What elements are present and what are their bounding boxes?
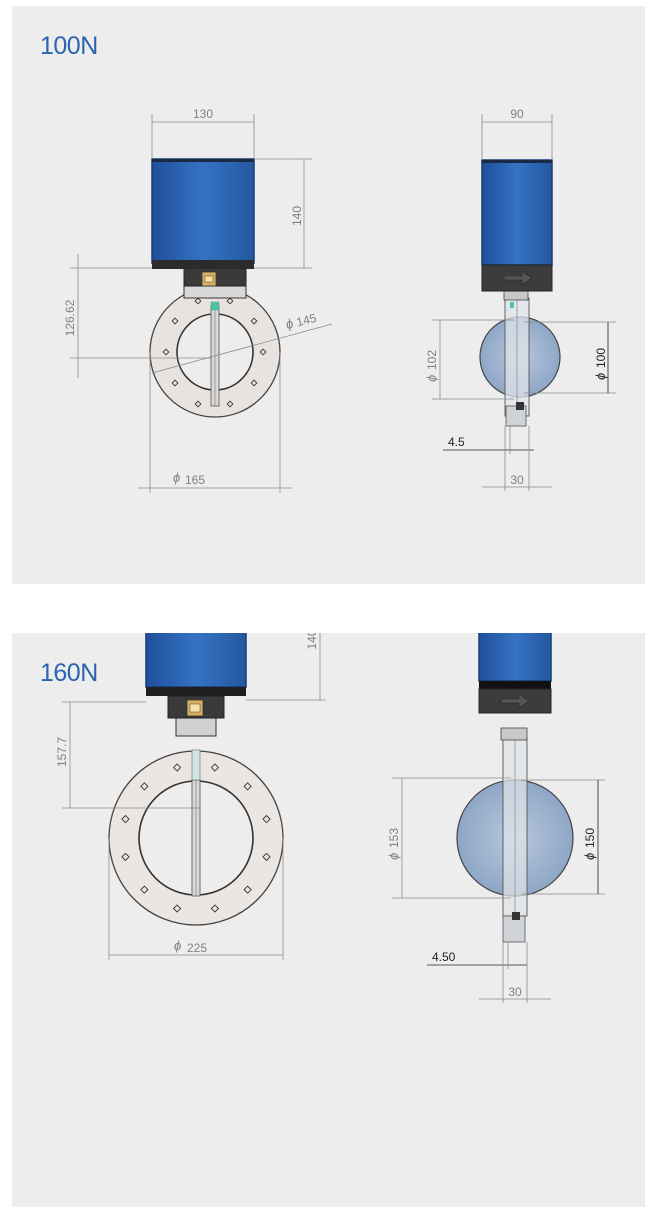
- dim-axis-height: 126.62: [63, 299, 77, 336]
- front-view: [149, 158, 281, 418]
- dim-side-right-symbol: ϕ: [593, 373, 608, 380]
- side-dimensions: [392, 777, 605, 1003]
- dim-side-left-symbol: ϕ: [424, 375, 439, 382]
- dim-outer-diameter: 165: [185, 473, 205, 487]
- bolt-hole: [243, 782, 252, 791]
- bolt-hole: [121, 814, 130, 824]
- bolt-hole: [140, 885, 149, 894]
- dim-side-right-diameter: 100: [594, 348, 608, 368]
- actuator-base: [152, 260, 254, 269]
- actuator-housing: [145, 633, 247, 688]
- dim-side-right-diameter: 150: [583, 828, 597, 848]
- shaft: [191, 749, 201, 781]
- side-view: [456, 633, 574, 943]
- dim-side-left-diameter: 153: [387, 828, 401, 848]
- bolt-hole: [243, 885, 252, 894]
- dim-bolt-circle-symbol: ϕ: [284, 316, 295, 332]
- coupling: [175, 715, 217, 737]
- direction-arrow-icon: [500, 693, 530, 709]
- direction-arrow-icon: [503, 270, 533, 286]
- dim-side-body-width: 30: [508, 985, 522, 999]
- side-neck: [500, 727, 528, 741]
- dim-side-gap: 4.50: [432, 950, 456, 964]
- side-dimensions: [432, 114, 616, 491]
- indicator-window: [189, 703, 201, 713]
- model-title: 160N: [40, 659, 98, 687]
- front-dimensions: [70, 114, 333, 493]
- side-actuator-band: [479, 681, 551, 689]
- dim-side-width: 90: [510, 107, 524, 121]
- bolt-hole: [121, 852, 130, 862]
- bolt-hole: [262, 852, 271, 862]
- side-pin: [512, 912, 520, 920]
- actuator-base: [146, 687, 246, 696]
- dim-outer-diameter: 225: [187, 941, 207, 955]
- model-100n-panel: 100N: [12, 6, 645, 584]
- bolt-hole: [172, 904, 182, 913]
- actuator-housing: [151, 158, 255, 264]
- model-100n-drawing: 130 140 126.62 ϕ 145 ϕ 165: [63, 107, 616, 493]
- dim-side-right-symbol: ϕ: [582, 853, 597, 860]
- bolt-hole: [172, 763, 182, 772]
- dim-outer-diameter-symbol: ϕ: [174, 938, 181, 953]
- bolt-holes: [162, 297, 267, 408]
- model-title: 100N: [40, 32, 98, 60]
- dim-width: 130: [193, 107, 213, 121]
- side-view: [479, 159, 561, 427]
- bolt-hole: [140, 782, 149, 791]
- dim-side-left-symbol: ϕ: [386, 853, 401, 860]
- side-actuator-housing: [478, 633, 552, 682]
- dim-axis-height: 157.7: [55, 737, 69, 767]
- front-view: [108, 633, 284, 926]
- dim-side-gap: 4.5: [448, 435, 465, 449]
- dim-bolt-circle: 145: [295, 311, 318, 330]
- bolt-hole: [210, 763, 220, 772]
- side-actuator-housing: [481, 159, 553, 266]
- bolt-hole: [262, 814, 271, 824]
- dim-height: 140: [290, 206, 304, 226]
- bolt-holes: [121, 763, 271, 913]
- bolt-hole: [210, 904, 220, 913]
- dim-side-body-width: 30: [510, 473, 524, 487]
- dim-height: 140: [305, 633, 319, 650]
- dim-side-left: ϕ 153: [386, 828, 401, 860]
- dim-side-left-diameter: 102: [425, 350, 439, 370]
- front-dimensions: [62, 633, 326, 960]
- dim-side-right: ϕ 150: [582, 828, 597, 860]
- dim-outer-diameter-symbol: ϕ: [173, 470, 180, 485]
